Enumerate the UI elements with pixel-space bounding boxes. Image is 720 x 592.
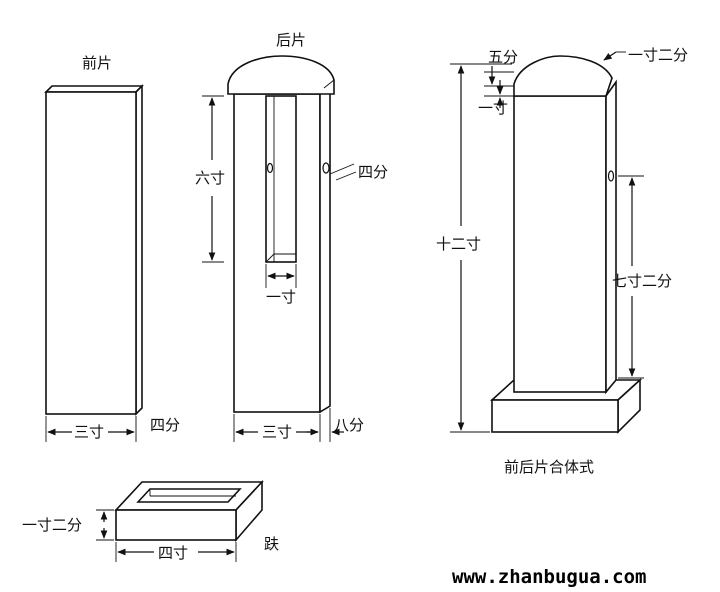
combined-assembly: 十二寸 五分 一寸 一寸二分 七寸二分 前后片合体式 [436,46,688,476]
cap-height-label: 五分 [488,48,518,66]
back-piece-cap [227,55,335,95]
base-front-face [115,509,237,541]
combined-body-front [513,95,607,393]
front-width-label: 三寸 [74,423,104,441]
slot-width-label: 一寸 [266,288,296,306]
base-piece: 趺 一寸二分 四寸 [22,479,279,562]
hole-depth-leader-2 [335,171,357,181]
front-piece-top-face [44,85,144,93]
combined-cap-edge [605,81,617,97]
combined-base-front [491,399,619,433]
front-piece: 前片 三寸 四分 [44,54,180,442]
base-socket [136,488,242,503]
total-height-label: 十二寸 [436,235,481,253]
front-piece-title: 前片 [82,54,112,72]
front-piece-side-face [135,84,143,416]
watermark-url: www.zhanbugua.com [452,566,646,588]
back-piece-slot-hole [266,162,274,174]
front-piece-face [45,91,137,415]
combined-title: 前后片合体式 [504,458,594,476]
back-piece-title: 后片 [276,31,306,49]
cap-top-label: 一寸 [478,99,508,117]
cap-overhang-arrow [603,51,617,61]
back-piece-slot-corner [265,253,275,263]
back-thickness-label: 八分 [334,416,364,434]
back-piece: 后片 六寸 四分 一寸 三寸 八分 [195,31,388,442]
base-height-label: 一寸二分 [22,516,82,534]
cap-overhang-label: 一寸二分 [628,46,688,64]
combined-hole [607,170,615,182]
base-title: 趺 [264,535,279,553]
front-thickness-label: 四分 [150,416,180,434]
back-piece-cap-edge [323,79,335,89]
base-width-label: 四寸 [158,544,188,562]
back-width-label: 三寸 [262,423,292,441]
hole-depth-leader [329,163,355,175]
slot-height-label: 六寸 [195,169,225,187]
combined-body-side [605,79,617,395]
hole-base-label: 七寸二分 [612,272,672,290]
combined-cap [513,55,613,97]
back-piece-slot [265,95,297,263]
back-piece-side-hole [322,162,330,174]
hole-depth-label: 四分 [358,163,388,181]
back-piece-side-face [319,88,331,414]
